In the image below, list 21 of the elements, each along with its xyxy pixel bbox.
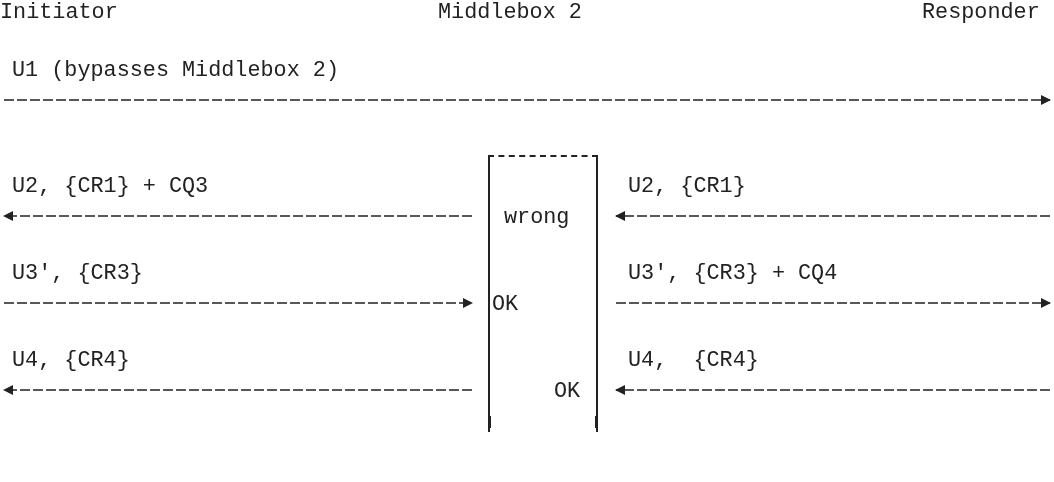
edge-label: U2, {CR1} + CQ3 [12, 174, 209, 200]
arrow [3, 298, 473, 308]
edge-label: U3', {CR3} [12, 261, 143, 287]
party-label: Middlebox 2 [438, 0, 582, 26]
edge-label: U2, {CR1} [628, 174, 746, 200]
middlebox-column [488, 155, 598, 432]
arrow [615, 211, 1051, 221]
party-label: Initiator [0, 0, 118, 26]
arrow [615, 385, 1051, 395]
status-text: OK [492, 292, 519, 318]
status-text: OK [554, 379, 581, 405]
edge-label: U1 (bypasses Middlebox 2) [12, 58, 339, 84]
edge-label: U3', {CR3} + CQ4 [628, 261, 838, 287]
arrow [3, 211, 473, 221]
edge-label: U4, {CR4} [628, 348, 759, 374]
arrow [615, 298, 1051, 308]
arrow [3, 95, 1051, 105]
status-text: wrong [504, 205, 570, 231]
arrow [3, 385, 473, 395]
edge-label: U4, {CR4} [12, 348, 130, 374]
party-label: Responder [922, 0, 1040, 26]
